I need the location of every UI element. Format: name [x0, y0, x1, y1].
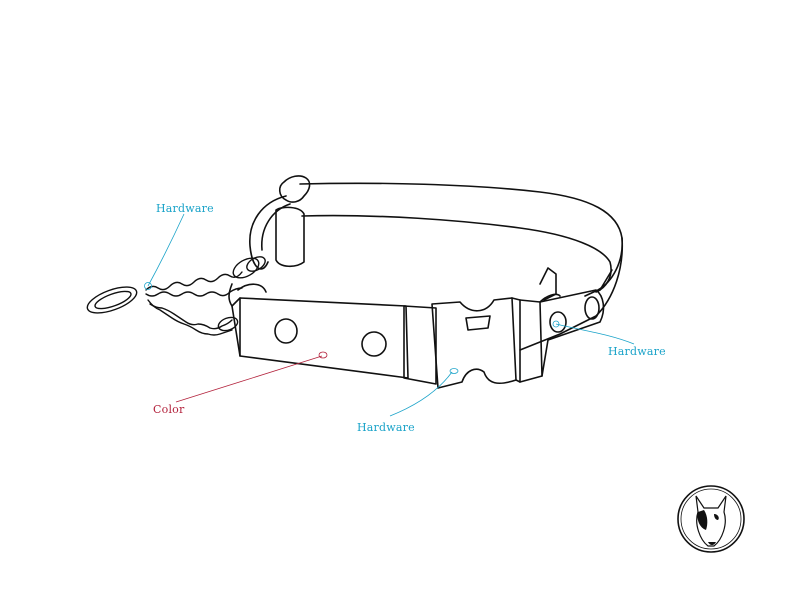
leader-line-hardware-1	[147, 213, 185, 287]
strap-loop-hardware	[249, 175, 311, 270]
leader-line-hardware-2	[389, 371, 453, 417]
strap-hole-4	[584, 296, 600, 320]
collar-strap-back	[299, 182, 624, 351]
leader-line-color	[175, 355, 323, 403]
side-release-buckle	[403, 267, 561, 389]
callout-label-color: Color	[153, 403, 185, 416]
marker-hardware-3	[552, 320, 560, 328]
callout-label-hardware: Hardware	[156, 202, 214, 215]
collar-strap-front	[228, 283, 409, 379]
martingale-chain	[86, 256, 266, 336]
strap-hole-3	[549, 311, 567, 333]
marker-color	[318, 351, 328, 359]
strap-hole-1	[274, 318, 298, 344]
marker-hardware-1	[144, 282, 152, 290]
callout-label-hardware: Hardware	[357, 421, 415, 434]
collar-strap-end	[539, 289, 605, 377]
strap-hole-2	[361, 331, 387, 357]
callout-label-hardware: Hardware	[608, 345, 666, 358]
leader-line-hardware-3	[555, 323, 635, 345]
bull-terrier-head-icon	[677, 485, 745, 553]
marker-hardware-2	[449, 368, 459, 374]
